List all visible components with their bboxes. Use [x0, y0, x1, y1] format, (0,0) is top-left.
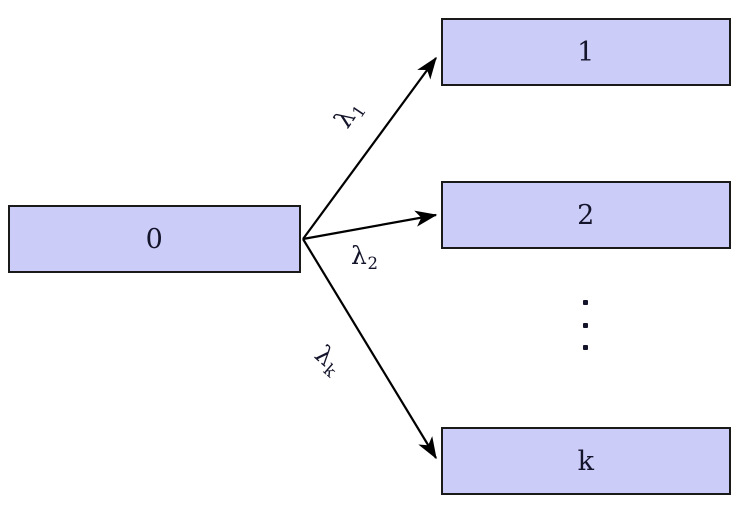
target-state-k-box: k — [441, 427, 731, 495]
lambda-subscript: 2 — [367, 254, 379, 274]
source-state-box: 0 — [8, 205, 301, 273]
target-state-2-label: 2 — [577, 199, 595, 231]
ellipsis-dot — [582, 300, 588, 305]
arrow-0-to-1 — [302, 56, 437, 240]
source-state-label: 0 — [145, 223, 164, 255]
target-state-1-box: 1 — [441, 18, 731, 86]
ellipsis-dot — [582, 345, 588, 350]
arrow-0-to-k — [302, 238, 437, 460]
arrow-0-to-2 — [302, 210, 438, 241]
lambda-symbol: λ — [351, 241, 367, 270]
ellipsis-dot — [582, 322, 588, 328]
target-state-2-box: 2 — [441, 181, 731, 249]
vertical-ellipsis-icon — [570, 300, 600, 350]
edge-label-lambda-2: λ2 — [351, 241, 378, 272]
target-state-k-label: k — [577, 445, 595, 477]
target-state-1-label: 1 — [577, 36, 595, 68]
